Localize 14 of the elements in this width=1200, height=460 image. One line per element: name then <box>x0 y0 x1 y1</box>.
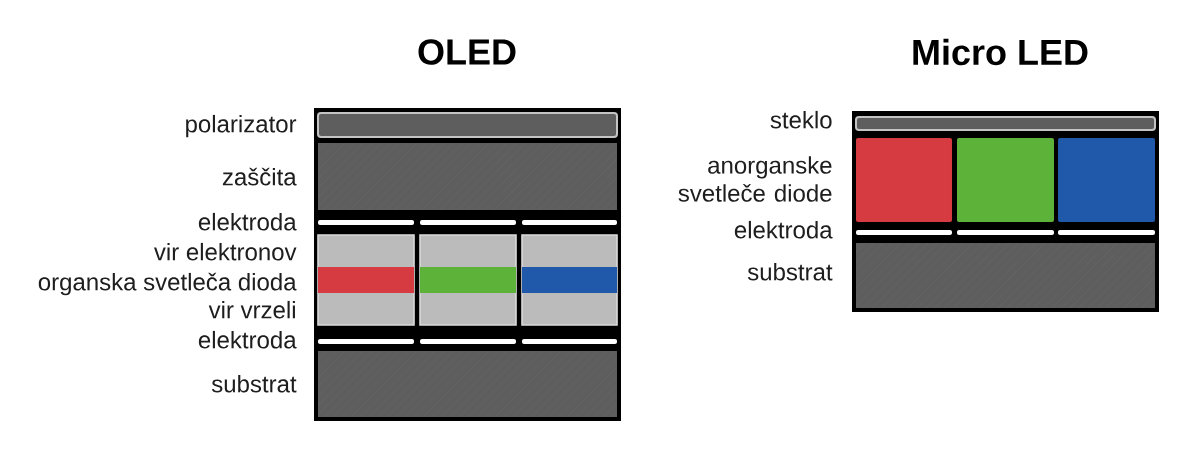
layer-label: elektroda <box>198 330 297 349</box>
layer-label: anorganske svetleče diode <box>678 156 832 202</box>
layer-label: zaščita <box>222 167 297 186</box>
layer-label: elektroda <box>734 220 833 239</box>
heading: OLED <box>418 39 516 65</box>
layer-label: vir vrzeli <box>208 300 295 319</box>
layer-label: vir elektronov <box>154 242 297 261</box>
layer-label: substrat <box>747 262 833 281</box>
layer-label: polarizator <box>186 114 297 138</box>
layer-label: substrat <box>211 374 297 393</box>
layer-label: organska svetleča dioda <box>38 272 297 296</box>
layer-label: elektroda <box>198 212 297 231</box>
layer-label: steklo <box>770 110 832 129</box>
heading: Micro LED <box>913 38 1088 66</box>
